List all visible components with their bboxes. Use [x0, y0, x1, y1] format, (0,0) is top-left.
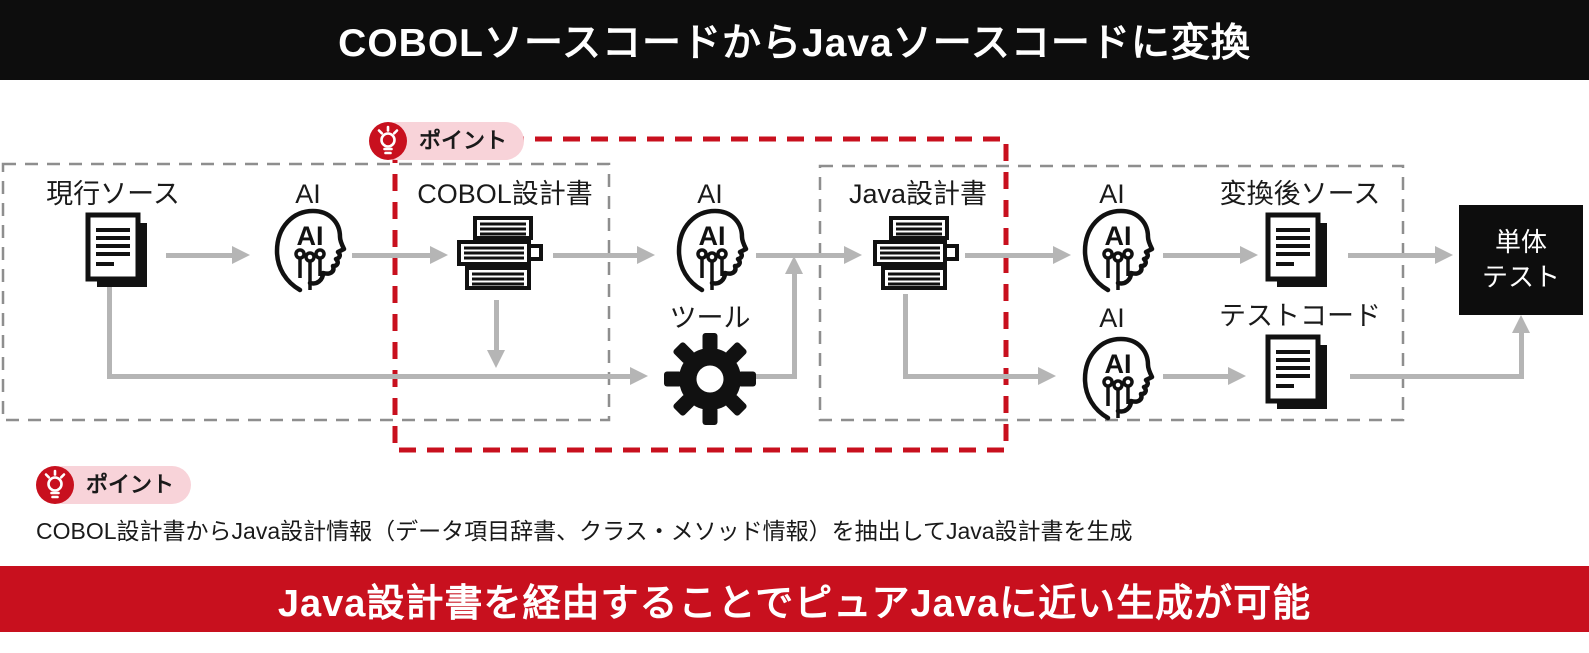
label-tool: ツール	[669, 303, 751, 333]
label-ai4: AI	[1099, 303, 1125, 333]
gear-icon	[664, 333, 756, 425]
point-badge-top: ポイント	[369, 122, 529, 160]
point-badge-bottom: ポイント	[36, 466, 196, 504]
ai-head-icon	[674, 206, 750, 294]
unit-test-box: 単体 テスト	[1459, 205, 1583, 315]
arrow-testcode-to-unittest-vline	[1519, 333, 1524, 379]
label-java-design: Java設計書	[848, 179, 988, 209]
point-note-text: COBOL設計書からJava設計情報（データ項目辞書、クラス・メソッド情報）を抽…	[36, 518, 1133, 544]
arrow-converted-to-unittest-head	[1435, 246, 1453, 264]
arrow-converted-to-unittest-line	[1348, 253, 1435, 258]
arrow-java-to-ai3-head	[1053, 246, 1071, 264]
arrow-testcode-to-unittest-head	[1512, 315, 1530, 333]
arrow-current-to-tool-hline	[107, 374, 630, 379]
document-icon	[84, 212, 152, 292]
arrow-current-to-ai1-line	[166, 253, 232, 258]
label-ai3: AI	[1099, 179, 1125, 209]
unit-test-line2: テスト	[1481, 262, 1560, 292]
arrow-current-to-tool-vline	[107, 287, 112, 379]
label-cobol-design: COBOL設計書	[417, 179, 593, 209]
arrow-cobol-down-head	[487, 350, 505, 368]
label-ai1: AI	[295, 179, 321, 209]
lightbulb-icon	[377, 125, 399, 155]
unit-test-line1: 単体	[1494, 227, 1547, 257]
arrow-cobol-down-line	[494, 300, 499, 352]
arrow-cobol-to-ai2-head	[637, 246, 655, 264]
label-ai2: AI	[697, 179, 723, 209]
point-badge-circle	[36, 466, 74, 504]
arrow-ai3-to-converted-head	[1240, 246, 1258, 264]
arrow-ai4-to-testcode-head	[1228, 367, 1246, 385]
point-badge-label: ポイント	[419, 128, 508, 153]
arrow-tool-out-hline	[753, 374, 796, 379]
arrow-tool-out-head	[785, 256, 803, 274]
ai-head-icon	[1080, 334, 1156, 422]
label-test-code: テストコード	[1219, 301, 1381, 331]
lightbulb-icon	[44, 469, 66, 499]
arrow-ai1-to-cobol-head	[430, 246, 448, 264]
design-doc-stack-icon	[457, 216, 543, 290]
arrow-ai1-to-cobol-line	[352, 253, 430, 258]
arrow-current-to-ai1-head	[232, 246, 250, 264]
point-badge-circle	[369, 122, 407, 160]
footer-bar: Java設計書を経由することでピュアJavaに近い生成が可能	[0, 566, 1589, 632]
arrow-tool-out-vline	[792, 272, 797, 379]
design-doc-stack-icon	[873, 216, 959, 290]
arrow-java-to-ai4-head	[1038, 367, 1056, 385]
arrow-ai4-to-testcode-line	[1163, 374, 1228, 379]
ai-head-icon	[272, 206, 348, 294]
page-title: COBOLソースコードからJavaソースコードに変換	[338, 22, 1251, 65]
arrow-ai2-to-java-head	[844, 246, 862, 264]
arrow-ai2-to-java-line	[756, 253, 844, 258]
label-current-source: 現行ソース	[46, 179, 180, 209]
header-bar: COBOLソースコードからJavaソースコードに変換	[0, 0, 1589, 80]
document-icon	[1264, 212, 1332, 292]
arrow-java-to-ai4-vline	[903, 294, 908, 379]
document-icon	[1264, 334, 1332, 414]
arrow-java-to-ai4-hline	[903, 374, 1038, 379]
arrow-cobol-to-ai2-line	[553, 253, 637, 258]
arrow-ai3-to-converted-line	[1163, 253, 1240, 258]
arrow-java-to-ai3-line	[965, 253, 1053, 258]
arrow-testcode-to-unittest-hline	[1350, 374, 1522, 379]
arrow-current-to-tool-head	[630, 367, 648, 385]
ai-head-icon	[1080, 206, 1156, 294]
label-converted-source: 変換後ソース	[1219, 179, 1381, 209]
point-badge-label: ポイント	[86, 472, 175, 497]
footer-title: Java設計書を経由することでピュアJavaに近い生成が可能	[277, 582, 1312, 625]
